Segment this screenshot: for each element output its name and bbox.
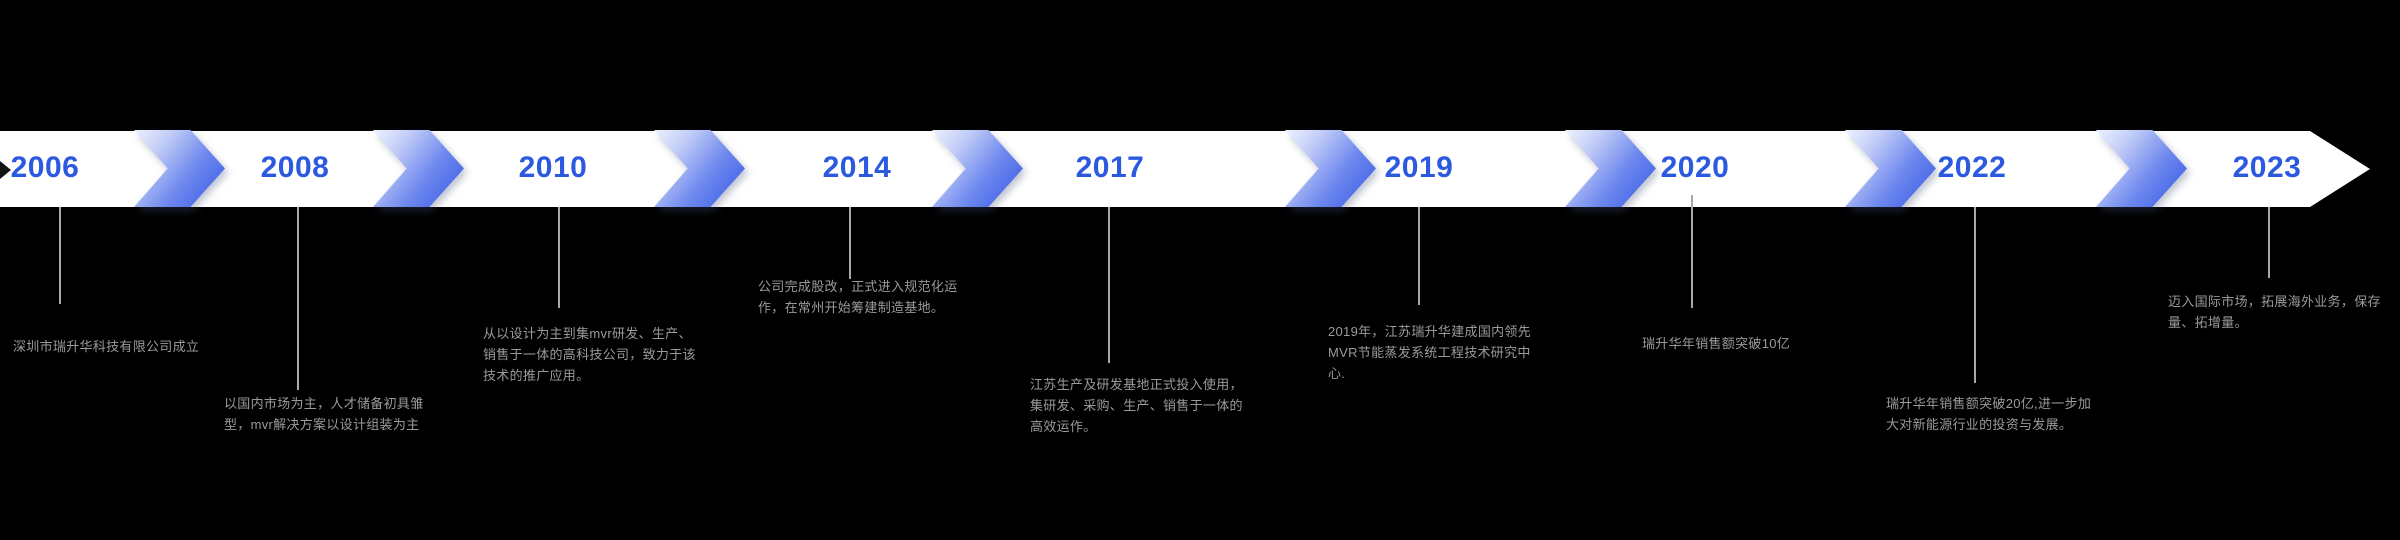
chevron-arrow-icon [1285,130,1376,207]
chevron-arrow-icon [1845,130,1936,207]
chevron-arrow-icon [654,130,745,207]
chevron-arrow-icon [1565,130,1656,207]
timeline-year-label: 2017 [1075,151,1145,184]
timeline-connector-line [1108,207,1110,363]
timeline-item-desc: 从以设计为主到集mvr研发、生产、 销售于一体的高科技公司，致力于该 技术的推广… [483,323,696,386]
desc-line: 从以设计为主到集mvr研发、生产、 [483,326,692,341]
desc-line: 瑞升华年销售额突破20亿,进一步加 [1886,396,2092,411]
timeline-year-label: 2006 [10,151,80,184]
chevron-arrow-icon [134,130,225,207]
desc-line: 高效运作。 [1030,419,1097,434]
desc-line: 技术的推广应用。 [483,368,590,383]
desc-line: 心. [1328,366,1346,381]
chevron-arrow-icon [932,130,1023,207]
timeline-item-desc: 2019年，江苏瑞升华建成国内领先 MVR节能蒸发系统工程技术研究中 心. [1328,321,1531,384]
desc-line: 量、拓增量。 [2168,315,2248,330]
timeline-year-label: 2008 [260,151,330,184]
timeline-year-label: 2022 [1937,151,2007,184]
timeline-year-label: 2020 [1660,151,1730,184]
desc-line: 公司完成股改，正式进入规范化运 [758,279,958,294]
timeline-item-desc: 瑞升华年销售额突破20亿,进一步加 大对新能源行业的投资与发展。 [1886,393,2091,435]
chevron-arrow-icon [2096,130,2187,207]
timeline-connector-line [2268,207,2270,278]
timeline-item-desc: 迈入国际市场，拓展海外业务，保存 量、拓增量。 [2168,291,2381,333]
timeline-year-label: 2023 [2232,151,2302,184]
timeline-year-label: 2014 [822,151,892,184]
desc-line: 迈入国际市场，拓展海外业务，保存 [2168,294,2381,309]
timeline-connector-line [1974,207,1976,383]
timeline-connector-line [558,207,560,308]
desc-line: 深圳市瑞升华科技有限公司成立 [13,339,200,354]
timeline-band [0,131,2370,207]
desc-line: 大对新能源行业的投资与发展。 [1886,417,2073,432]
timeline-connector-line [1691,195,1693,308]
chevron-arrow-icon [373,130,464,207]
desc-line: 瑞升华年销售额突破10亿 [1642,336,1791,351]
timeline-item-desc: 瑞升华年销售额突破10亿 [1642,333,1790,354]
desc-line: 以国内市场为主，人才储备初具雏 [224,396,424,411]
desc-line: 型，mvr解决方案以设计组装为主 [224,417,420,432]
desc-line: MVR节能蒸发系统工程技术研究中 [1328,345,1531,360]
timeline-item-desc: 以国内市场为主，人才储备初具雏 型，mvr解决方案以设计组装为主 [224,393,424,435]
desc-line: 作，在常州开始筹建制造基地。 [758,300,945,315]
desc-line: 集研发、采购、生产、销售于一体的 [1030,398,1243,413]
timeline-item-desc: 公司完成股改，正式进入规范化运 作，在常州开始筹建制造基地。 [758,276,958,318]
timeline-year-label: 2010 [518,151,588,184]
timeline-connector-line [849,207,851,279]
timeline-connector-line [59,207,61,304]
start-arrow-marker [0,161,11,179]
timeline-year-label: 2019 [1384,151,1454,184]
desc-line: 江苏生产及研发基地正式投入使用， [1030,377,1243,392]
desc-line: 销售于一体的高科技公司，致力于该 [483,347,696,362]
timeline-connector-line [297,207,299,390]
timeline-item-desc: 深圳市瑞升华科技有限公司成立 [13,336,199,357]
desc-line: 2019年，江苏瑞升华建成国内领先 [1328,324,1532,339]
timeline-connector-line [1418,207,1420,305]
timeline-item-desc: 江苏生产及研发基地正式投入使用， 集研发、采购、生产、销售于一体的 高效运作。 [1030,374,1243,437]
